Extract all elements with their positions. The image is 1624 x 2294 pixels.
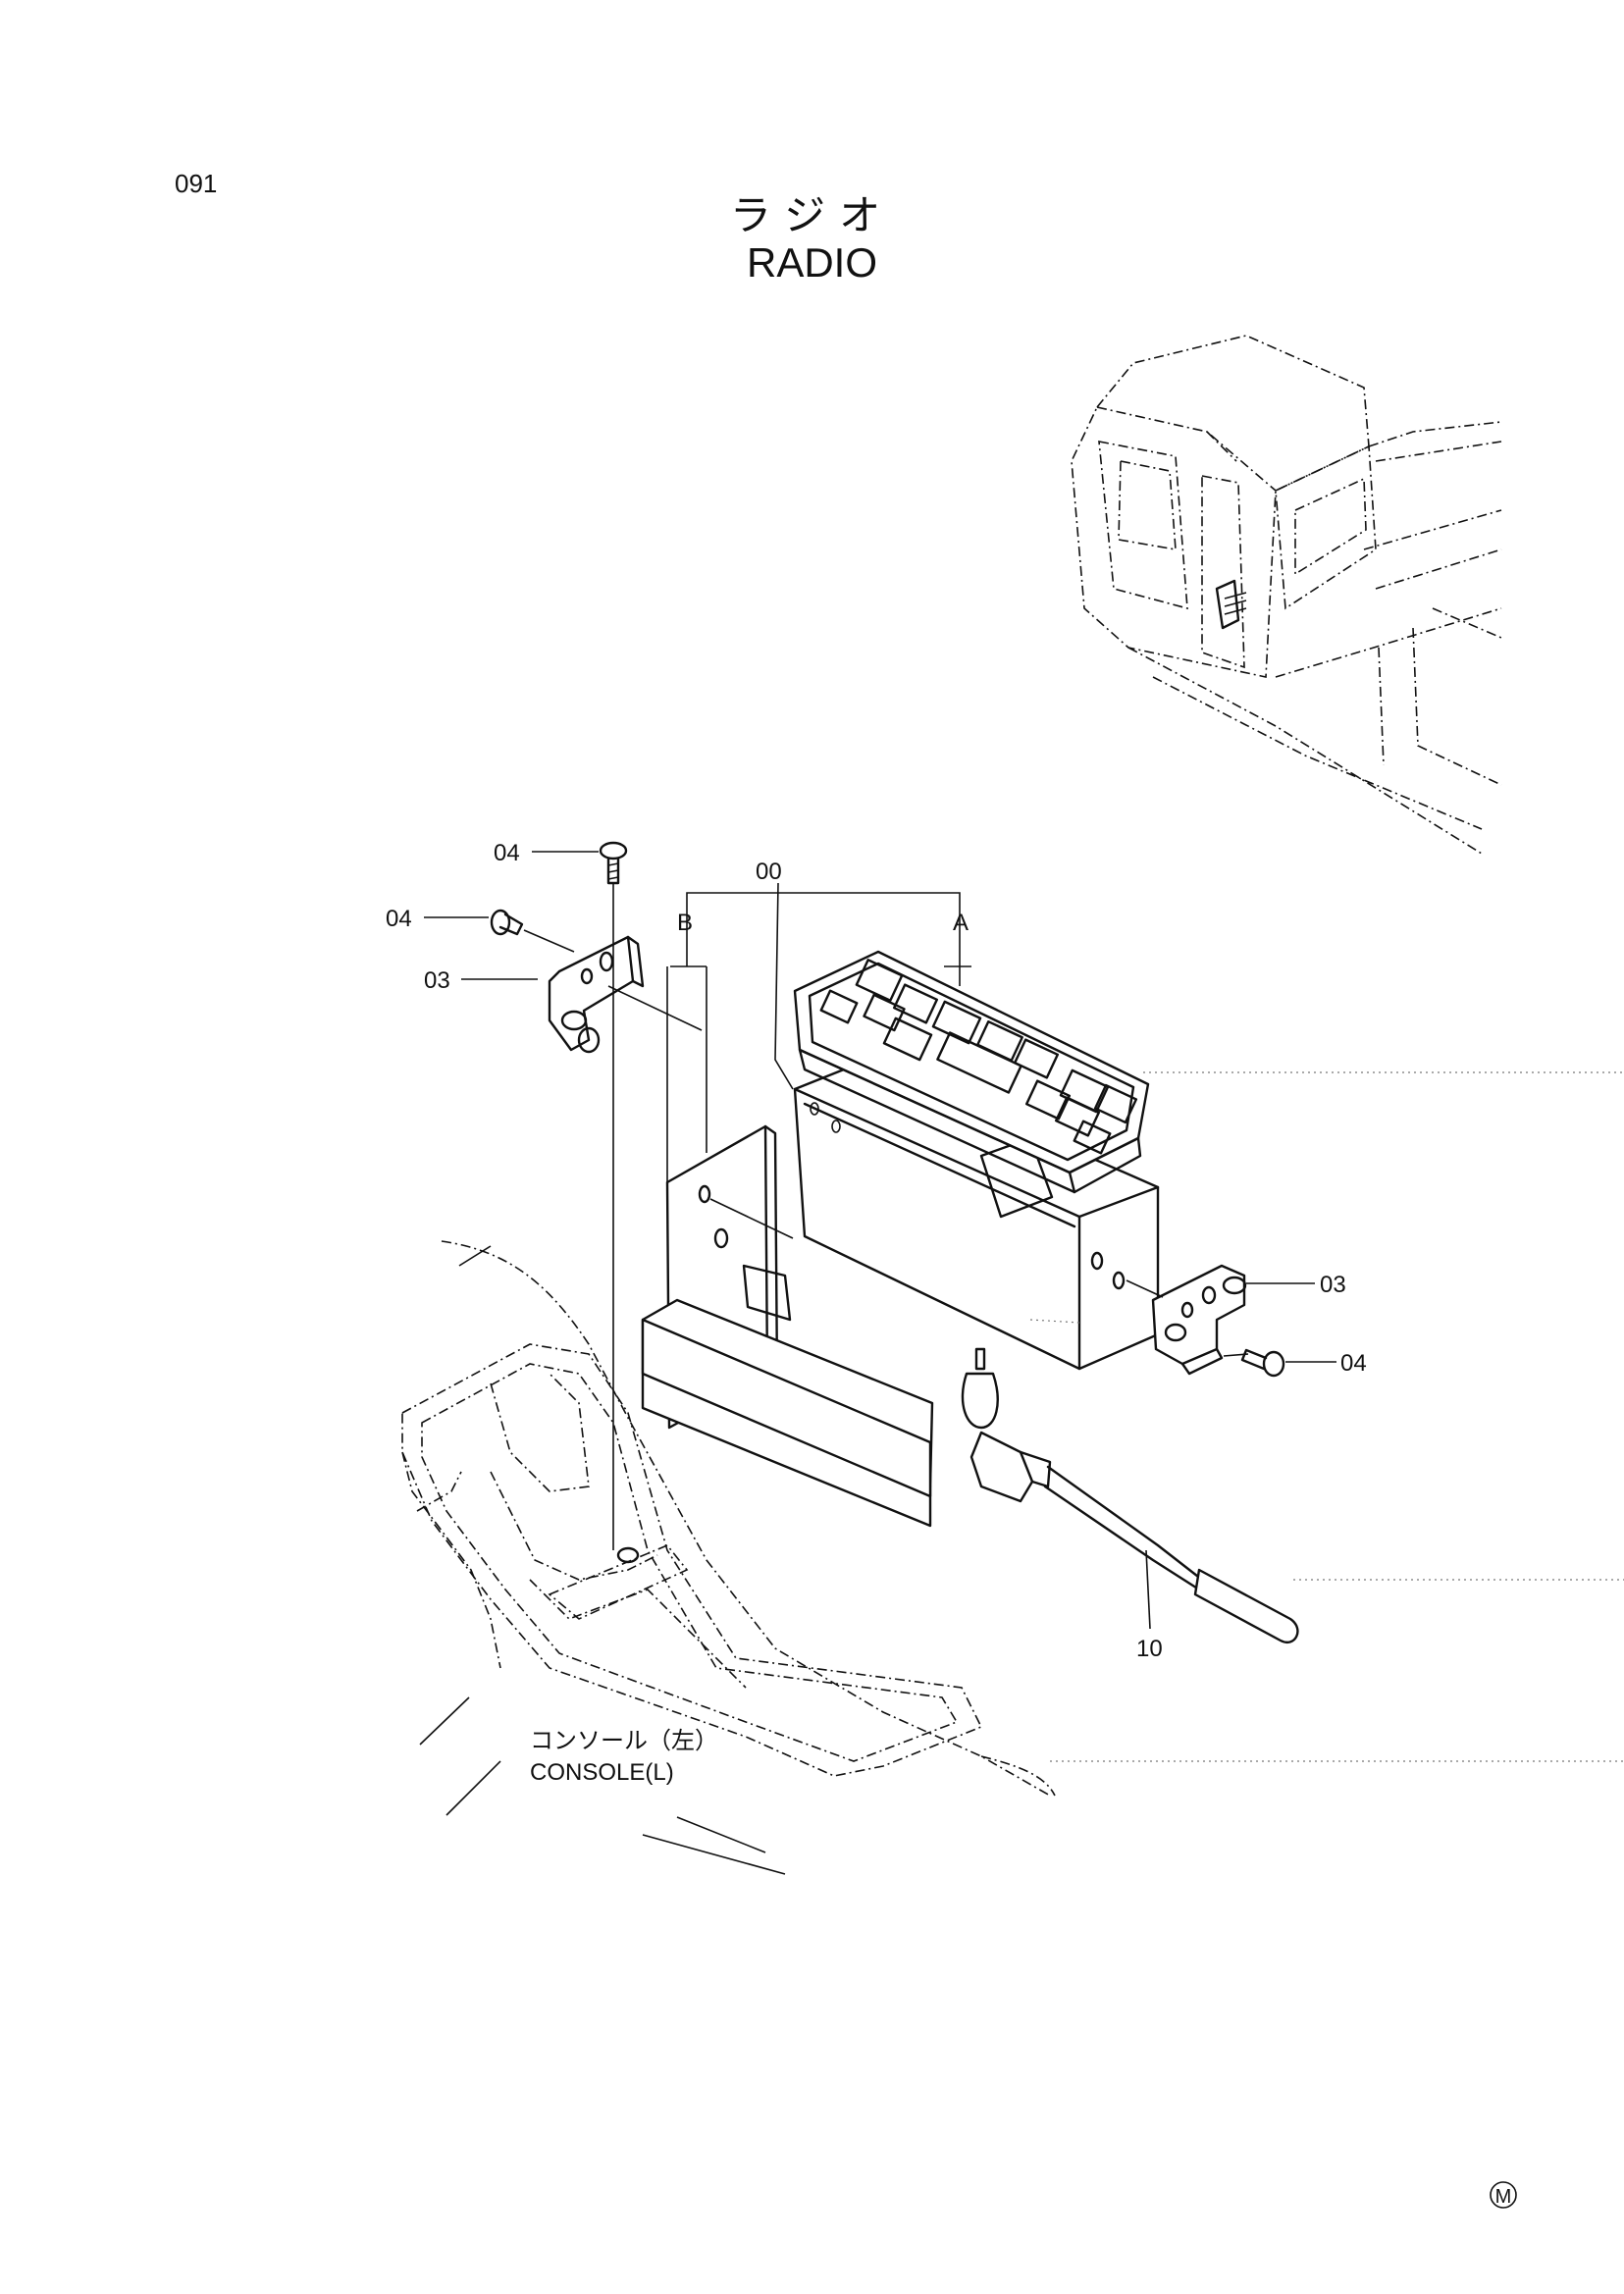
radio-unit — [793, 950, 1150, 1194]
excavator-cab-illustration — [1071, 335, 1502, 855]
console-left-illustration — [401, 1240, 1056, 1875]
page-number: 091 — [175, 169, 218, 198]
screw-right — [1240, 1348, 1285, 1378]
bracket-left — [548, 935, 645, 1054]
title-japanese: ラジオ — [729, 192, 895, 238]
leader-lines — [424, 851, 1624, 1762]
console-label-jp: コンソール（左） — [530, 1728, 718, 1754]
callout-03-left: 03 — [424, 967, 450, 994]
callout-03-right: 03 — [1320, 1272, 1346, 1298]
antenna — [961, 1347, 1299, 1643]
callout-00: 00 — [756, 859, 782, 885]
console-label-en: CONSOLE(L) — [530, 1759, 674, 1786]
manufacturer-mark: M — [1490, 2181, 1517, 2209]
callout-labels: 00 B A 04 04 03 03 04 10 コンソール（左） CONSOL… — [386, 840, 1367, 1786]
callout-b: B — [677, 910, 693, 936]
callout-04-right: 04 — [1340, 1350, 1367, 1377]
screw-left — [490, 909, 524, 936]
callout-04-left: 04 — [386, 906, 412, 932]
bracket-right — [1151, 1264, 1247, 1376]
mark-letter: M — [1495, 2186, 1512, 2208]
callout-04-top: 04 — [494, 840, 520, 866]
title-english: RADIO — [746, 239, 877, 286]
callout-a: A — [953, 910, 969, 936]
screw-top — [599, 841, 628, 885]
face-plate — [641, 1264, 934, 1528]
callout-10: 10 — [1136, 1636, 1163, 1662]
